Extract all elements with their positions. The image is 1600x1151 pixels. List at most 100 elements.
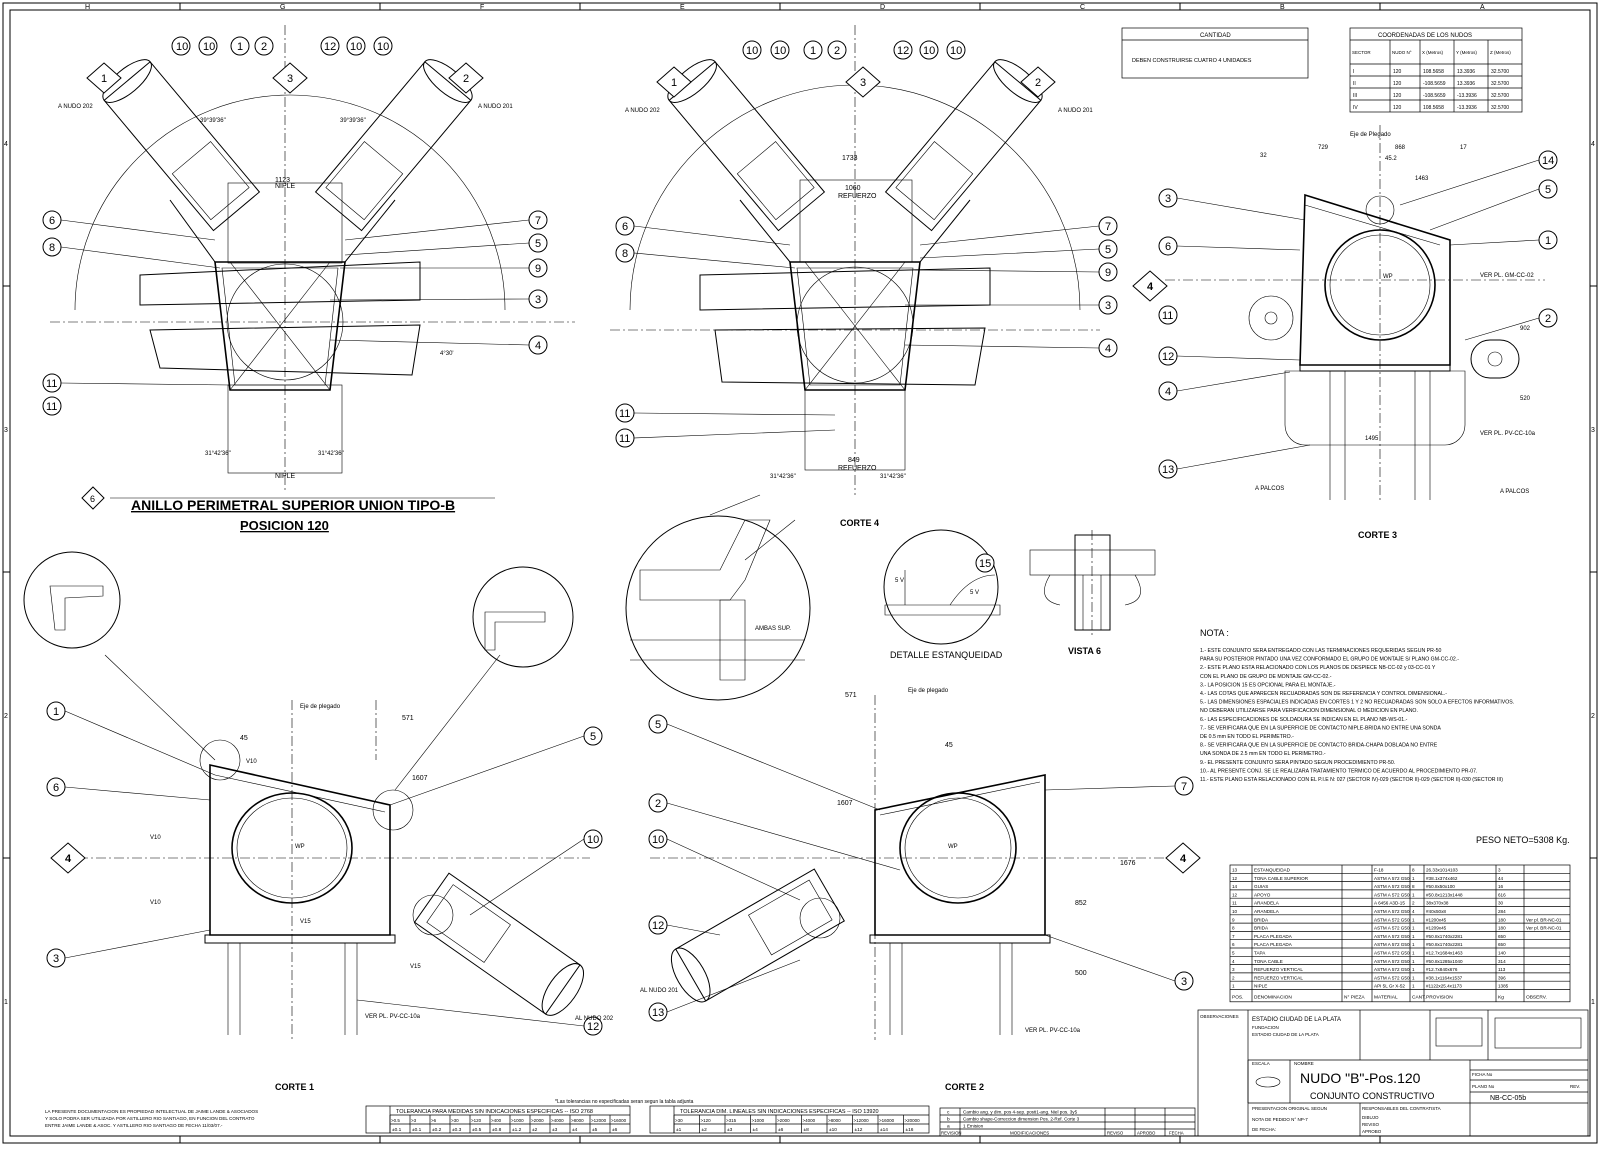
view-corte-2: 5 2 10 12 13 7 3 4 Eje de plegado 571 45… xyxy=(640,688,1201,1092)
dibujo: DIBUJO xyxy=(1362,1115,1379,1120)
bom-cell: 140 xyxy=(1498,951,1506,956)
balloon: 5 xyxy=(655,719,661,731)
view-title: CORTE 2 xyxy=(945,1082,984,1092)
bom-cell: #50.8x1285x1040 xyxy=(1426,959,1463,964)
bom-header: MATERIAL xyxy=(1374,995,1398,1001)
dim: 1060 xyxy=(845,185,861,192)
bom-cell: 1 xyxy=(1412,942,1415,947)
note-line: 1.- ESTE CONJUNTO SERA ENTREGADO CON LAS… xyxy=(1200,648,1441,654)
plano-label: PLANO No xyxy=(1472,1084,1495,1089)
view-subtitle: POSICION 120 xyxy=(240,518,329,533)
coords-cell: I xyxy=(1353,69,1354,75)
balloon: 2 xyxy=(1545,313,1551,325)
balloon: 12 xyxy=(587,1021,599,1033)
bom-cell: 180 xyxy=(1498,917,1506,922)
angle: 39°39'36" xyxy=(340,118,366,124)
view-title: ANILLO PERIMETRAL SUPERIOR UNION TIPO-B xyxy=(131,497,455,513)
rev-header: APROBO xyxy=(1137,1131,1156,1136)
bom-cell: 7 xyxy=(1232,934,1235,939)
balloon: 11 xyxy=(46,378,57,390)
tolerance-range: >120 xyxy=(471,1118,482,1123)
bom-cell: #50.8x50x100 xyxy=(1426,884,1455,889)
coords-cell: 108.5658 xyxy=(1423,69,1444,75)
bom-cell: F-18 xyxy=(1374,868,1384,873)
tolerance-range: >16000 xyxy=(879,1118,895,1123)
note-line: 5.- LAS DIMENSIONES ESPACIALES INDICADAS… xyxy=(1200,700,1514,706)
bom-cell: #38.1x374x462 xyxy=(1426,876,1458,881)
bom-cell: 44 xyxy=(1498,876,1504,881)
tolerance-value: ±1.2 xyxy=(512,1127,522,1133)
bom-cell: 13 xyxy=(1232,868,1238,873)
bom-cell: Ver pl. BR-NC-01 xyxy=(1526,926,1562,931)
dim: 500 xyxy=(1075,970,1087,977)
tolerance-range: >400 xyxy=(491,1118,502,1123)
tolerance-value: ±8 xyxy=(804,1127,810,1133)
notes-block: NOTA : 1.- ESTE CONJUNTO SERA ENTREGADO … xyxy=(1200,628,1514,783)
balloon: 10 xyxy=(923,45,935,57)
label: VER PL. GM-CC-02 xyxy=(1480,273,1534,279)
section-marker: 2 xyxy=(1035,77,1041,89)
balloon: 4 xyxy=(1105,343,1111,355)
balloon: 10 xyxy=(587,834,599,846)
rev-desc: 1 Emision xyxy=(963,1124,984,1129)
dim: NIPLE xyxy=(275,473,296,480)
balloon: 12 xyxy=(897,45,909,57)
note-line: 4.- LAS COTAS QUE APARECEN RECUADRADAS S… xyxy=(1200,691,1447,697)
view-title: VISTA 6 xyxy=(1068,646,1101,656)
bom-cell: #1122x25.4x1173 xyxy=(1426,984,1462,989)
bom-cell: #38.1x1164x1537 xyxy=(1426,975,1463,980)
bom-cell: 8 xyxy=(1232,926,1235,931)
balloon: 7 xyxy=(1105,221,1111,233)
coords-header: SECTOR xyxy=(1352,50,1371,55)
peso-neto: PESO NETO=5308 Kg. xyxy=(1476,835,1570,845)
tolerance-range: >8000 xyxy=(571,1118,584,1123)
row-label: 2 xyxy=(1591,713,1595,720)
note-line: NO DEBERAN UTILIZARSE PARA VERIFICACION … xyxy=(1200,708,1418,714)
label: AL NUDO 201 xyxy=(640,988,679,994)
balloon: 2 xyxy=(261,41,267,53)
balloon: 6 xyxy=(53,782,59,794)
tolerance-value: ±0.3 xyxy=(452,1127,462,1133)
rev-header: MODIFICACIONES xyxy=(1010,1131,1049,1136)
label: VER PL. PV-CC-10a xyxy=(1025,1028,1081,1034)
bom-cell: #50.8x1740x2281 xyxy=(1426,942,1463,947)
tolerance-range: >1000 xyxy=(752,1118,765,1123)
section-marker: 3 xyxy=(287,73,293,85)
tolerance-range: >120 xyxy=(701,1118,712,1123)
tolerance-value: ±6 xyxy=(612,1127,618,1133)
balloon: 4 xyxy=(1165,386,1171,398)
tolerance-range: >16000 xyxy=(611,1118,627,1123)
label: 5 V xyxy=(895,578,904,584)
tolerance-tables: *Las tolerancias no especificadas seran … xyxy=(365,1099,930,1134)
note-line: 2.- ESTE PLANO ESTA RELACIONADO CON LOS … xyxy=(1200,665,1436,671)
note-line: UNA SONDA DE 2.5 mm EN TODO EL PERIMETRO… xyxy=(1200,751,1326,757)
coords-cell: 32.5700 xyxy=(1491,81,1509,87)
balloon: 5 xyxy=(535,238,541,250)
tolerance-value: ±14 xyxy=(880,1127,888,1133)
col-label: F xyxy=(480,4,484,11)
dim: 32 xyxy=(1260,153,1267,159)
drawing-title: NUDO "B"-Pos.120 xyxy=(1300,1070,1421,1086)
label: V10 xyxy=(150,900,161,906)
dim: 1463 xyxy=(1415,176,1429,182)
tolerance-range: >315 xyxy=(726,1118,737,1123)
rev-letter: c xyxy=(947,1111,950,1116)
label: V10 xyxy=(246,759,257,765)
rev-desc: Cambio ang. y dim. pos 4-sep. posti1-ang… xyxy=(963,1110,1078,1115)
bom-cell: 650 xyxy=(1498,942,1506,947)
dim: 571 xyxy=(845,692,857,699)
bom-cell: PLACA PLEGADA xyxy=(1254,942,1293,947)
bom-cell: API 5L Gr X-52 xyxy=(1374,984,1405,989)
angle: 31°42'36" xyxy=(318,451,344,457)
tolerance-value: ±16 xyxy=(906,1127,914,1133)
note-line: PARA SU POSTERIOR PINTADO UNA VEZ CONFOR… xyxy=(1200,657,1459,663)
section-marker: 3 xyxy=(860,77,866,89)
tolerance-range: >2000 xyxy=(777,1118,790,1123)
note-line: 10.- AL PRESENTE CONJ. SE LE REALIZARA T… xyxy=(1200,768,1478,774)
bom-cell: 113 xyxy=(1498,967,1506,972)
col-label: E xyxy=(680,4,685,11)
tolerance-range: >4000 xyxy=(551,1118,564,1123)
view-title: CORTE 3 xyxy=(1358,530,1397,540)
col-label: G xyxy=(280,4,285,11)
